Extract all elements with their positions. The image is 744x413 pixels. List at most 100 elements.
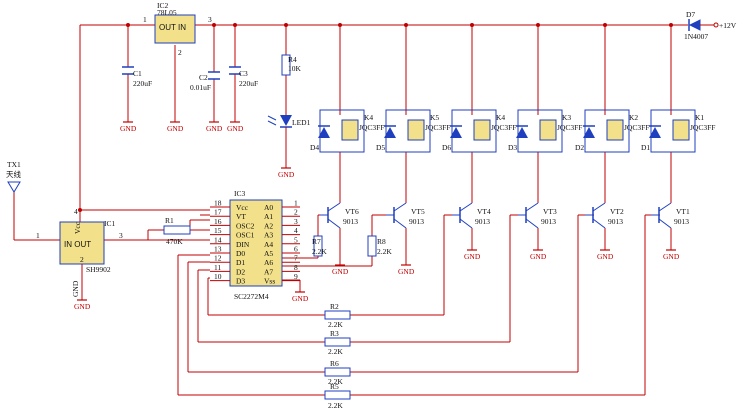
resistor-r5: R5 2.2K [324, 382, 351, 410]
relay-model: JQC3FF [491, 123, 516, 132]
r2-ref: R2 [330, 302, 339, 311]
ic1-pin3: 3 [119, 231, 123, 240]
transistor-ref: VT2 [610, 207, 624, 216]
ic3-pin-num-15: 15 [214, 226, 222, 235]
r1-ref: R1 [165, 216, 174, 225]
r6-ref: R6 [330, 359, 339, 368]
ic3-pin-num-12: 12 [214, 254, 222, 263]
r3-ref: R3 [330, 329, 339, 338]
ic1-pin2: 2 [80, 255, 84, 264]
resistor-r4: R4 10K [281, 54, 302, 76]
relay-model: JQC3FF [690, 123, 715, 132]
gnd-symbol: GND [278, 167, 295, 179]
transistor-part: 9013 [475, 217, 490, 226]
relay-coil [539, 119, 557, 141]
gnd-label: GND [74, 302, 91, 311]
ic3-pin-name-12: D1 [236, 258, 245, 267]
diode-ref: D1 [641, 143, 650, 152]
ic3-pin-name-16: OSC2 [236, 221, 255, 230]
resistor-r2: R2 2.2K [324, 302, 351, 329]
gnd-label: GND [227, 124, 244, 133]
ic3-pin-num-9: 9 [294, 272, 298, 281]
ic3-pin-num-7: 7 [294, 254, 298, 263]
r3-value: 2.2K [328, 347, 343, 356]
r1-value: 470K [166, 237, 183, 246]
gnd-symbol: GND [120, 121, 137, 133]
c1-value: 220uF [133, 79, 152, 88]
ic3-pin-name-10: D3 [236, 277, 245, 286]
relay-ref: K4 [496, 113, 505, 122]
gnd-label: GND [464, 252, 481, 261]
ic3-pin-num-5: 5 [294, 235, 298, 244]
gnd-symbol: GND [74, 299, 91, 311]
c3-value: 220uF [239, 79, 258, 88]
d7-ref: D7 [686, 10, 695, 19]
ic1-gnd: GND [71, 280, 80, 297]
transistor-ref: VT5 [411, 207, 425, 216]
gnd-label: GND [530, 252, 547, 261]
diode-ref: D6 [442, 143, 451, 152]
ic3-pin-name-8: A7 [264, 267, 273, 276]
ic3-ref: IC3 [234, 189, 246, 198]
ic3-pin-num-14: 14 [214, 235, 222, 244]
relay-model: JQC3FF [425, 123, 450, 132]
relay-model: JQC3FF [624, 123, 649, 132]
ic3-part: SC2272M4 [234, 292, 269, 301]
gnd-label: GND [292, 294, 309, 303]
relay-coil [672, 119, 690, 141]
gnd-symbol: GND [464, 249, 481, 261]
ic3-pin-num-16: 16 [214, 217, 222, 226]
rail-label: +12V [719, 21, 737, 30]
r5-value: 2.2K [328, 401, 343, 410]
ic1-part: SH9902 [86, 265, 111, 274]
ic3-pin-name-11: D2 [236, 267, 245, 276]
ic2-pin1: 1 [143, 15, 147, 24]
gnd-symbol: GND [332, 264, 349, 276]
ic3-pin-num-18: 18 [214, 199, 222, 208]
c2-ref: C2 [199, 73, 208, 82]
gnd-symbol: GND [227, 121, 244, 133]
ic3-pin-num-3: 3 [294, 217, 298, 226]
resistor-r3: R3 2.2K [324, 329, 351, 356]
gnd-label: GND [597, 252, 614, 261]
transistor-part: 9013 [608, 217, 623, 226]
gnd-label: GND [332, 267, 349, 276]
ic2-ref: IC2 [157, 1, 169, 10]
flyback-diode [384, 127, 396, 138]
gnd-label: GND [167, 124, 184, 133]
ic3-pin-name-14: DIN [236, 240, 250, 249]
transistor-part: 9013 [674, 217, 689, 226]
diode-ref: D5 [376, 143, 385, 152]
tx1-ref: TX1 [7, 160, 21, 169]
ic3-pin-name-17: VT [236, 212, 246, 221]
diode-ref: D2 [575, 143, 584, 152]
ic3-pin-num-8: 8 [294, 263, 298, 272]
ic3-pin-name-9: Vss [264, 277, 275, 286]
capacitor-c1: C1 220uF [122, 66, 152, 88]
ic3-pin-name-5: A4 [264, 240, 273, 249]
ic3-pin-name-4: A3 [264, 231, 273, 240]
relay-ref: K1 [695, 113, 704, 122]
resistor-r8: R8 2.2K [367, 235, 392, 257]
gnd-symbol: GND [167, 121, 184, 133]
diode-d7: D7 1N4007 +12V [684, 10, 737, 41]
ic3-pin-name-18: Vcc [236, 203, 249, 212]
transistor-part: 9013 [409, 217, 424, 226]
ic3-pin-name-7: A6 [264, 258, 273, 267]
led1: LED1 [267, 115, 311, 138]
r8-ref: R8 [377, 237, 386, 246]
capacitor-c3: C3 220uF [229, 66, 258, 88]
capacitor-c2: C2 0.01uF [190, 71, 220, 92]
transistor-part: 9013 [343, 217, 358, 226]
flyback-diode [318, 127, 330, 138]
ic2-pin3: 3 [208, 15, 212, 24]
gnd-symbol: GND [597, 249, 614, 261]
